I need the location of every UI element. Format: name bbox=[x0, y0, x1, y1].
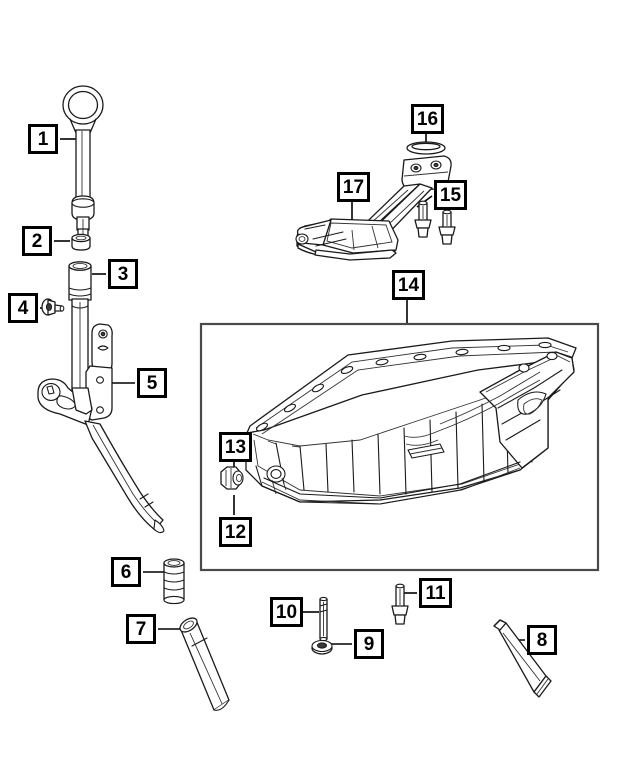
callout-15[interactable]: 15 bbox=[434, 180, 467, 210]
oil-pan-frame bbox=[199, 322, 600, 572]
callout-17[interactable]: 17 bbox=[337, 172, 370, 202]
callout-6[interactable]: 6 bbox=[111, 557, 141, 587]
callout-9[interactable]: 9 bbox=[354, 629, 384, 659]
callout-5-label: 5 bbox=[146, 372, 158, 394]
callout-17-label: 17 bbox=[342, 176, 365, 198]
callout-10-label: 10 bbox=[275, 601, 298, 623]
part-tube-grommet-fitting bbox=[163, 558, 185, 605]
callout-12-label: 12 bbox=[224, 521, 247, 543]
callout-7-label: 7 bbox=[135, 618, 147, 640]
part-pickup-tube-o-ring bbox=[406, 141, 446, 155]
callout-9-label: 9 bbox=[363, 633, 375, 655]
callout-16[interactable]: 16 bbox=[411, 104, 444, 134]
callout-7[interactable]: 7 bbox=[126, 614, 156, 644]
part-baffle-washer-seal bbox=[311, 639, 333, 655]
callout-3[interactable]: 3 bbox=[108, 259, 138, 289]
callout-14[interactable]: 14 bbox=[392, 270, 425, 300]
callout-1[interactable]: 1 bbox=[28, 124, 58, 154]
callout-2[interactable]: 2 bbox=[22, 226, 52, 256]
callout-11-label: 11 bbox=[425, 582, 446, 604]
callout-15-label: 15 bbox=[439, 184, 462, 206]
callout-6-label: 6 bbox=[120, 561, 132, 583]
part-oil-pan-drain-plug bbox=[220, 466, 244, 490]
callout-4[interactable]: 4 bbox=[8, 293, 38, 323]
callout-13[interactable]: 13 bbox=[219, 432, 252, 462]
part-tube-retaining-bolt bbox=[41, 298, 65, 316]
callout-4-label: 4 bbox=[17, 297, 29, 319]
callout-13-label: 13 bbox=[224, 436, 247, 458]
part-oil-fill-tube bbox=[179, 617, 230, 711]
callout-12[interactable]: 12 bbox=[219, 517, 252, 547]
callout-1-label: 1 bbox=[37, 128, 49, 150]
part-rtv-sealant-tube bbox=[493, 619, 552, 698]
part-oil-pump-pickup-tube-and-screen bbox=[295, 155, 452, 261]
callout-10[interactable]: 10 bbox=[270, 597, 303, 627]
part-baffle-stud bbox=[319, 596, 328, 642]
callout-14-label: 14 bbox=[397, 274, 420, 296]
callout-5[interactable]: 5 bbox=[137, 368, 167, 398]
callout-11[interactable]: 11 bbox=[419, 578, 452, 608]
part-dipstick-tube-seal-o-ring bbox=[71, 233, 91, 251]
callout-2-label: 2 bbox=[31, 230, 43, 252]
part-pan-mounting-bolt bbox=[391, 583, 409, 625]
part-pickup-tube-bolt bbox=[414, 200, 456, 245]
part-oil-indicator-tube-bracket-assembly bbox=[37, 323, 165, 534]
part-oil-indicator-tube-upper bbox=[68, 261, 92, 391]
callout-16-label: 16 bbox=[416, 108, 439, 130]
callout-8-label: 8 bbox=[536, 629, 548, 651]
part-engine-oil-pan bbox=[245, 337, 577, 505]
part-oil-level-indicator-dipstick bbox=[62, 85, 104, 240]
callout-8[interactable]: 8 bbox=[527, 625, 557, 655]
callout-3-label: 3 bbox=[117, 263, 129, 285]
